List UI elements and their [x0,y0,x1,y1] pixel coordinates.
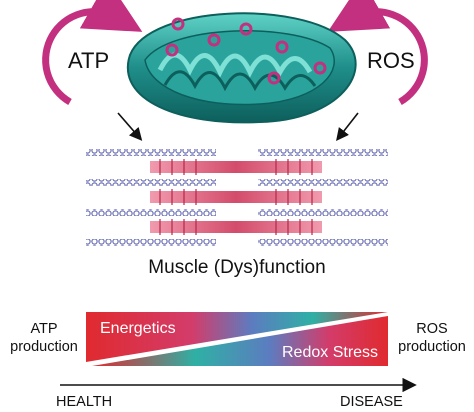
thin-filament-right-1 [258,149,388,156]
thin-filament-right-2 [258,179,388,186]
redox-stress-wedge [92,316,388,366]
thick-filament-1 [150,161,322,173]
mitochondria-diagram [42,0,428,142]
thick-filament-3 [150,221,322,233]
ros-cycle-arrow [327,0,428,106]
thin-filament-right-3 [258,209,388,216]
health-label: HEALTH [56,394,113,410]
atp-cycle-arrow [42,0,143,106]
right-down-arrow [336,112,359,142]
mitochondrion [127,12,357,124]
thick-filament-2 [150,191,322,203]
energetics-wedge [86,312,388,362]
left-down-arrow [117,112,143,141]
thin-filament-right-4 [258,239,388,246]
redox-stress-label: Redox Stress [282,344,379,361]
muscle-function-label: Muscle (Dys)function [148,257,326,278]
ros-label: ROS [367,48,415,73]
disease-label: DISEASE [340,394,403,410]
sarcomere-diagram [86,149,388,246]
thin-filament-left-2 [86,179,216,186]
ros-production-label: ROS production [392,320,472,356]
atp-label: ATP [68,48,110,73]
ros-production-line1: ROS [416,321,448,337]
energetics-label: Energetics [100,320,176,337]
thin-filament-left-1 [86,149,216,156]
atp-production-label: ATP production [6,320,82,356]
atp-production-line2: production [10,339,78,355]
thin-filament-left-3 [86,209,216,216]
atp-production-line1: ATP [30,321,58,337]
ros-production-line2: production [398,339,466,355]
thin-filament-left-4 [86,239,216,246]
health-disease-gradient [60,312,417,393]
